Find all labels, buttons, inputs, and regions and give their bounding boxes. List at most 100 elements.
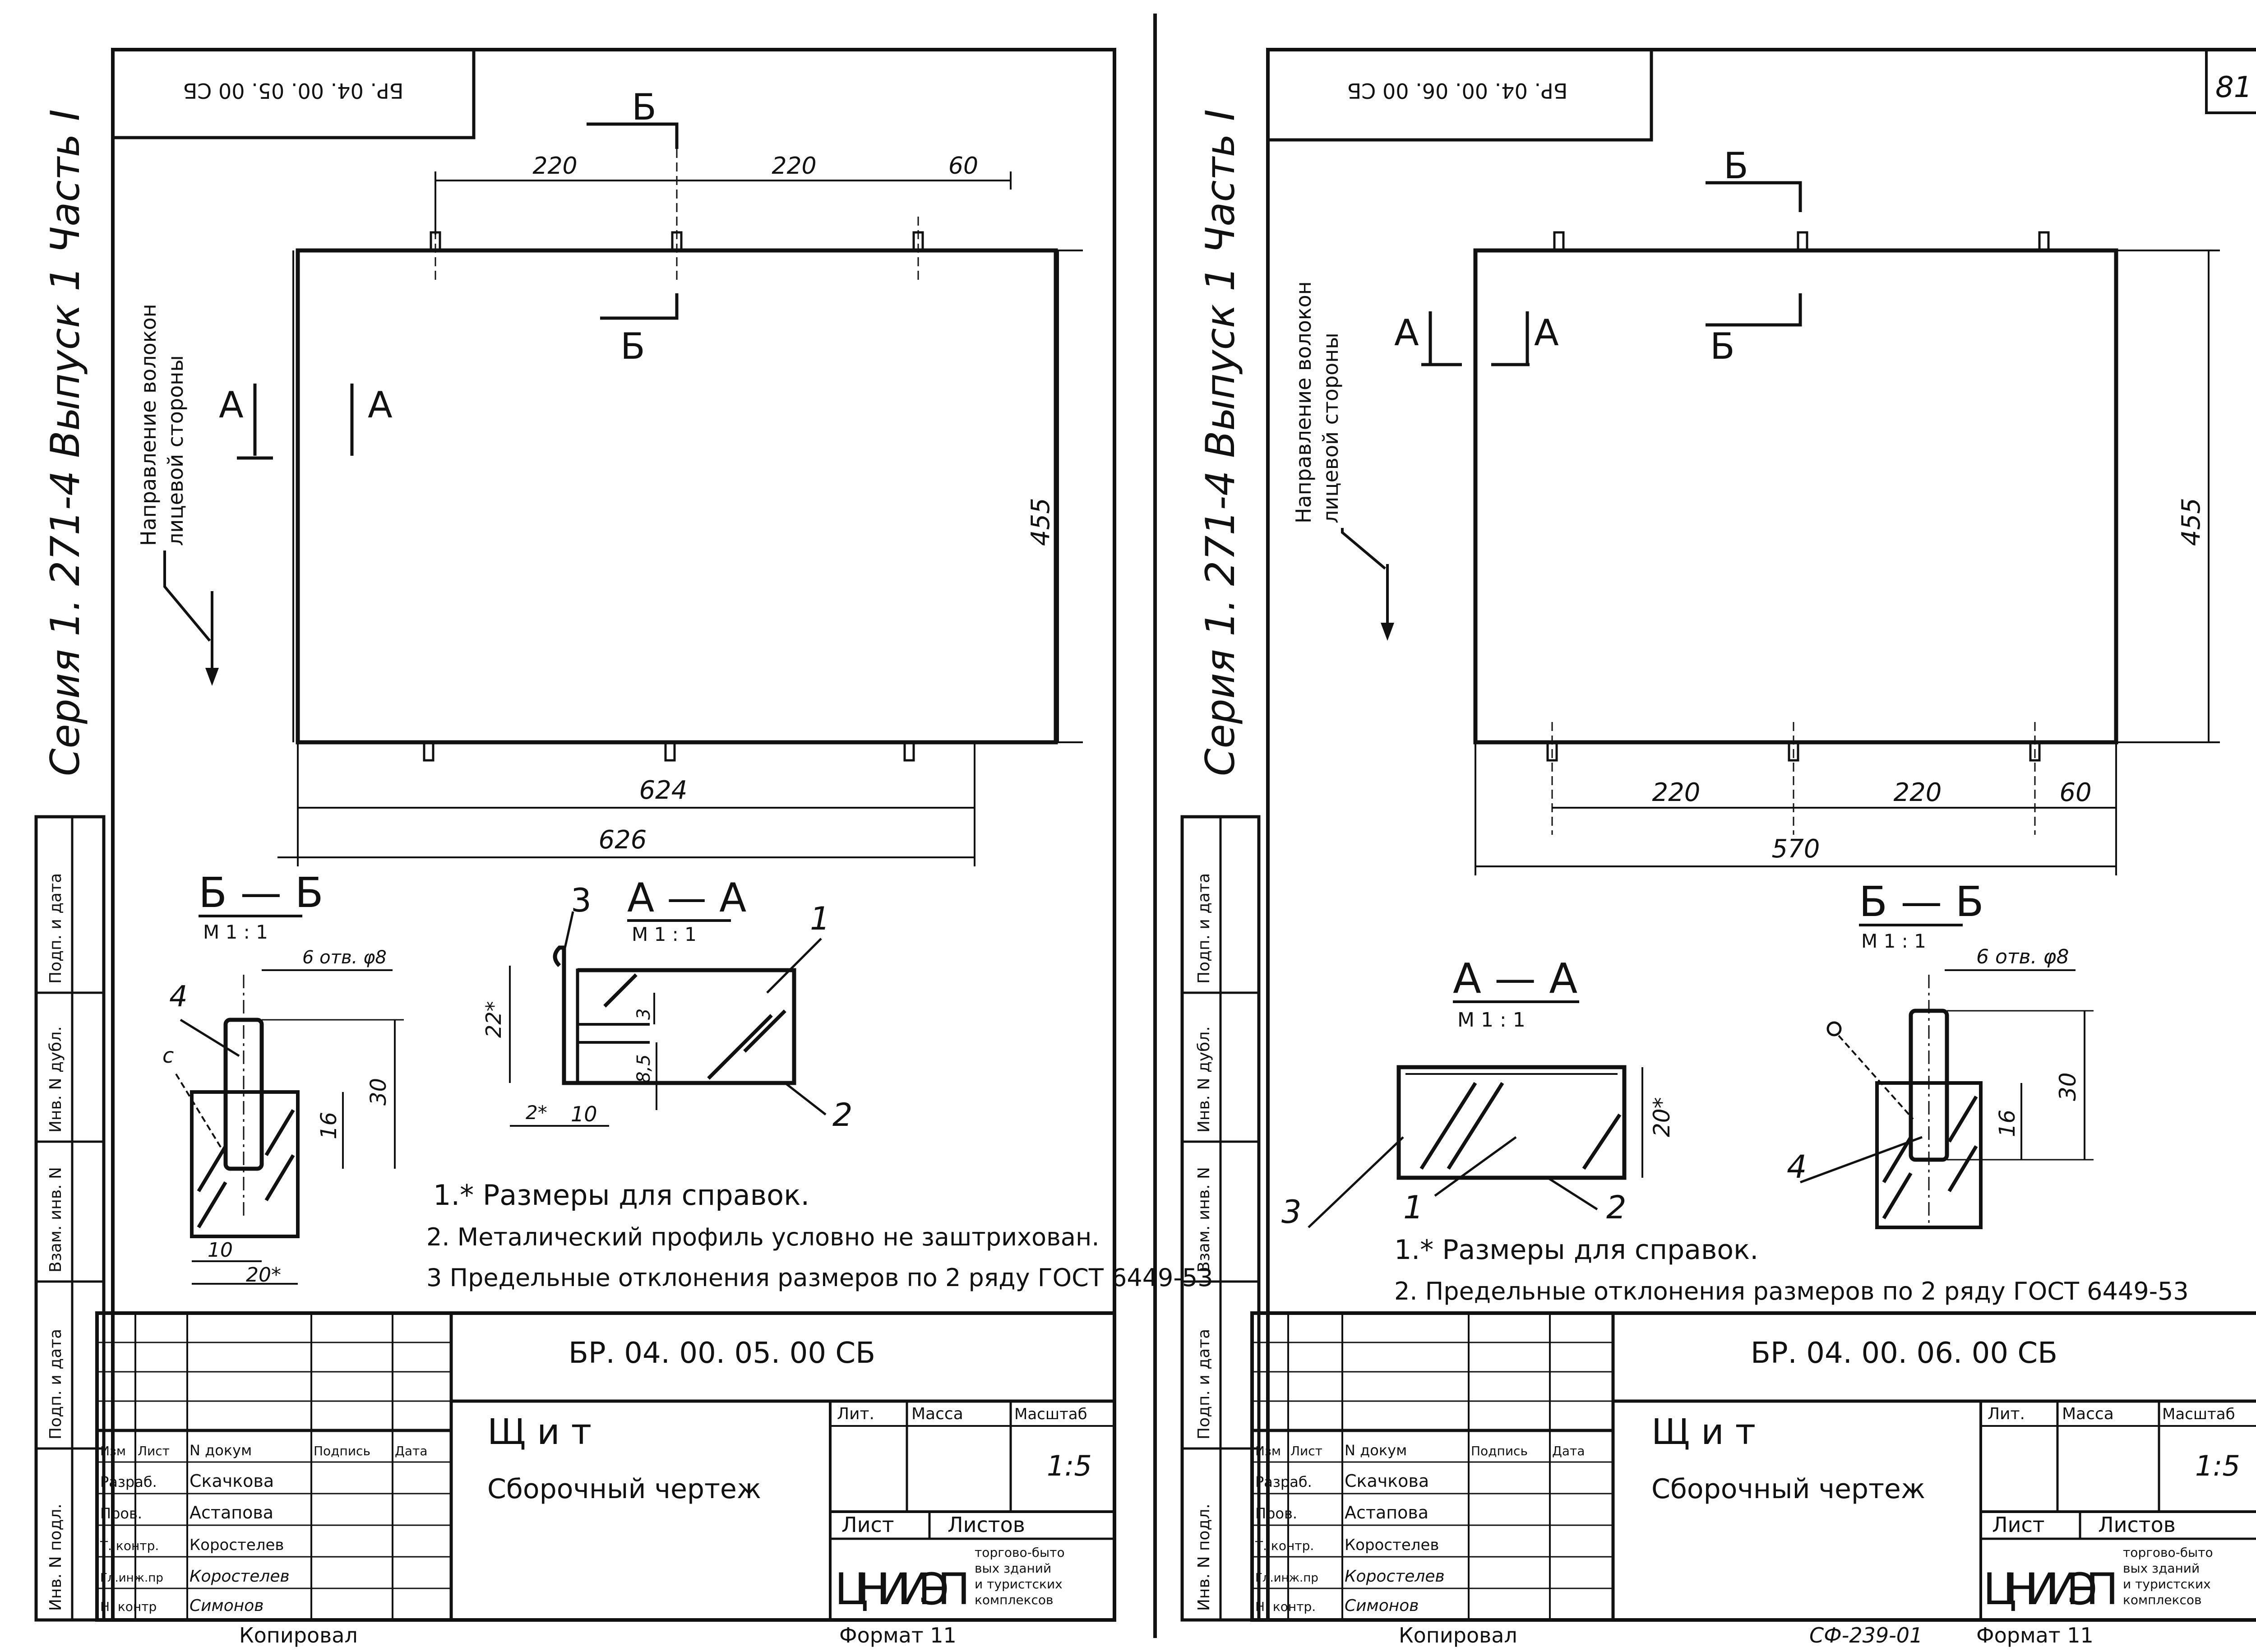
section-aa-detail: А — А М 1 : 1 20* 3 1 2 bbox=[1281, 954, 1675, 1231]
copied-label: Копировал bbox=[1399, 1623, 1517, 1647]
section-b-marker-top bbox=[587, 122, 679, 149]
doc-subtitle: Сборочный чертеж bbox=[487, 1473, 761, 1505]
name-2: Коростелев bbox=[190, 1536, 284, 1554]
section-b-label-top: Б bbox=[1724, 145, 1748, 187]
direction-leader bbox=[163, 551, 211, 642]
dim-2: 2* bbox=[526, 1101, 547, 1124]
section-bb-detail: Б — Б М 1 : 1 6 отв. φ8 4 30 16 bbox=[1787, 878, 2094, 1229]
mass-header: Масса bbox=[911, 1405, 963, 1423]
role-2: Т. контр. bbox=[100, 1538, 159, 1553]
callout-leader bbox=[1800, 1136, 1923, 1184]
org-name: ЦНИИЭП bbox=[835, 1564, 970, 1615]
callout-leader bbox=[180, 1018, 240, 1057]
doc-ref: СФ-239-01 bbox=[1809, 1623, 1923, 1647]
direction-arrow-head bbox=[205, 668, 219, 686]
stamp-inv-podl: Инв. N подл. bbox=[46, 1504, 65, 1611]
hatch bbox=[1882, 1172, 1913, 1220]
callout-4: 4 bbox=[1787, 1148, 1807, 1185]
callout-leader bbox=[784, 1082, 827, 1115]
section-a-label-right: А bbox=[368, 384, 393, 426]
name-2: Коростелев bbox=[1345, 1536, 1439, 1554]
dim-10: 10 bbox=[571, 1102, 597, 1126]
section-aa-scale: М 1 : 1 bbox=[632, 923, 697, 945]
dim-626: 626 bbox=[599, 825, 647, 855]
name-1: Астапова bbox=[190, 1503, 273, 1522]
direction-arrow-head bbox=[1381, 623, 1394, 641]
hatch bbox=[1882, 1136, 1913, 1184]
dim-455: 455 bbox=[2177, 498, 2206, 546]
stamp-sign-date-2: Подп. и дата bbox=[1195, 1329, 1213, 1439]
section-bb-title: Б — Б bbox=[1859, 878, 1984, 926]
role-2: Т. контр. bbox=[1255, 1538, 1314, 1553]
pin bbox=[903, 741, 915, 762]
note-3: 3 Предельные отклонения размеров по 2 ря… bbox=[426, 1263, 1213, 1292]
hatch bbox=[1582, 1113, 1622, 1170]
doc-code: БР. 04. 00. 06. 00 СБ bbox=[1751, 1337, 2057, 1370]
role-3: Гл.инж.пр bbox=[1255, 1571, 1318, 1585]
mirror-code: БР. 04. 00. 06. 00 СБ bbox=[1347, 79, 1568, 103]
panel-outline bbox=[296, 248, 1058, 745]
dim-20: 20* bbox=[1649, 1097, 1675, 1137]
section-bb-scale: М 1 : 1 bbox=[203, 921, 268, 943]
section-bb-detail: Б — Б М 1 : 1 6 отв. φ8 4 с 30 16 bbox=[162, 869, 404, 1286]
stamp-inv-dubl: Инв. N дубл. bbox=[46, 1026, 65, 1133]
hatch bbox=[197, 1181, 227, 1229]
hatch bbox=[1419, 1082, 1477, 1170]
section-b-label-bottom: Б bbox=[620, 325, 645, 367]
stamp-inv-podl: Инв. N подл. bbox=[1195, 1504, 1213, 1611]
section-aa-title: А — А bbox=[1453, 954, 1577, 1003]
hdr-list: Лист bbox=[138, 1444, 170, 1458]
note-1: 1.* Размеры для справок. bbox=[433, 1179, 809, 1212]
name-4: Симонов bbox=[190, 1596, 264, 1615]
format-label: Формат 11 bbox=[839, 1623, 957, 1647]
name-0: Скачкова bbox=[1345, 1471, 1429, 1491]
pin bbox=[423, 741, 435, 762]
section-bb-holes: 6 отв. φ8 bbox=[1976, 945, 2069, 968]
mirror-code-box bbox=[111, 48, 476, 139]
mass-header: Масса bbox=[2062, 1405, 2114, 1423]
stamp-vzam-inv: Взам. инв. N bbox=[46, 1167, 65, 1273]
page-number-box bbox=[2205, 48, 2256, 114]
sheet-left: БР. 04. 00. 05. 00 СБ Серия 1. 271-4 Вып… bbox=[34, 48, 1213, 1647]
hdr-list: Лист bbox=[1290, 1444, 1322, 1458]
name-3: Коростелев bbox=[190, 1567, 290, 1586]
note-2: 2. Предельные отклонения размеров по 2 р… bbox=[1394, 1277, 2189, 1305]
role-1: Пров. bbox=[1255, 1505, 1297, 1522]
weld-symbol: с bbox=[162, 1043, 174, 1068]
series-text: Серия 1. 271-4 Выпуск 1 Часть I bbox=[1197, 109, 1244, 776]
callout-leader bbox=[1308, 1136, 1404, 1228]
hdr-izm: Изм bbox=[100, 1444, 126, 1458]
direction-label-1: Направление волокон bbox=[136, 304, 161, 546]
dim-60: 60 bbox=[948, 153, 978, 180]
dim-16: 16 bbox=[316, 1112, 342, 1139]
page-number: 81 bbox=[2215, 71, 2252, 104]
dim-30: 30 bbox=[366, 1078, 391, 1106]
hatch bbox=[1947, 1095, 1978, 1143]
dim-220-b: 220 bbox=[772, 153, 816, 180]
section-bb-title: Б — Б bbox=[199, 869, 324, 917]
pin bbox=[2038, 231, 2050, 252]
dim-16: 16 bbox=[1995, 1110, 2020, 1137]
org-line-4: комплексов bbox=[2123, 1592, 2202, 1607]
callout-2: 2 bbox=[1606, 1189, 1627, 1226]
pin bbox=[664, 741, 676, 762]
dim-570: 570 bbox=[1772, 834, 1820, 864]
doc-subtitle: Сборочный чертеж bbox=[1651, 1473, 1925, 1505]
hatch bbox=[264, 1154, 295, 1202]
section-b-marker-bottom bbox=[1706, 293, 1802, 327]
dim-220-b: 220 bbox=[1894, 778, 1942, 807]
section-a-label-right: А bbox=[1534, 312, 1559, 354]
name-3: Коростелев bbox=[1345, 1567, 1445, 1586]
name-1: Астапова bbox=[1345, 1503, 1428, 1522]
title-block: Изм Лист N докум Подпись Дата Разраб. Ск… bbox=[95, 1311, 1116, 1622]
doc-name: Щ и т bbox=[487, 1412, 592, 1453]
hatch bbox=[707, 1014, 773, 1080]
pin bbox=[1797, 231, 1808, 252]
board-section bbox=[1875, 1081, 1983, 1229]
sheets-label: Листов bbox=[2098, 1513, 2176, 1537]
side-stamp-column: Подп. и дата Инв. N дубл. Взам. инв. N П… bbox=[34, 815, 106, 1622]
stamp-sign-date-1: Подп. и дата bbox=[1195, 873, 1213, 984]
role-0: Разраб. bbox=[100, 1473, 157, 1490]
hatch bbox=[197, 1145, 227, 1193]
